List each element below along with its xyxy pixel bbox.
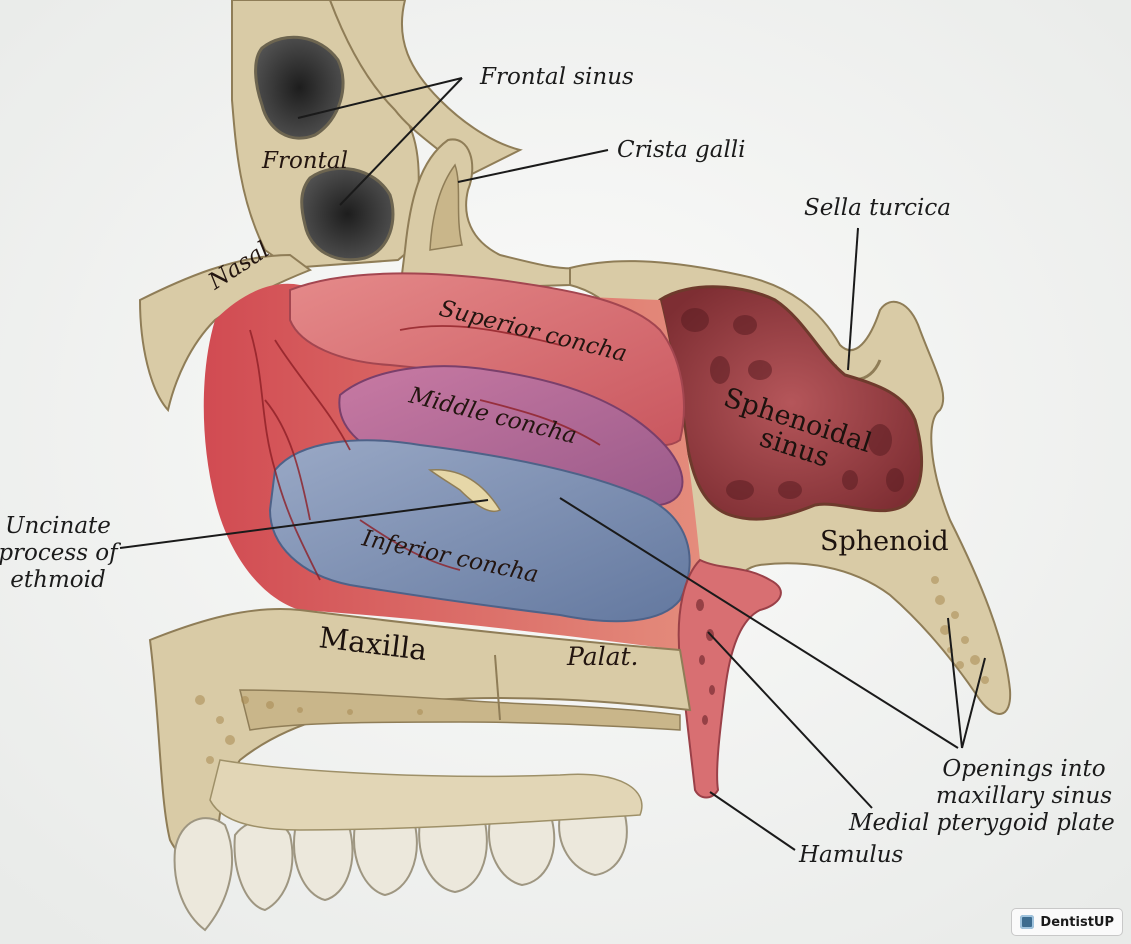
leader-lines bbox=[119, 77, 986, 851]
leader-openings-b bbox=[947, 617, 963, 749]
inferior-concha bbox=[268, 439, 691, 623]
teeth bbox=[173, 759, 643, 932]
label-uncinate-line1: Uncinate bbox=[5, 513, 111, 539]
leader-frontal-sinus-b bbox=[339, 77, 463, 206]
crista-galli bbox=[398, 138, 582, 292]
label-openings-line1: Openings into bbox=[942, 756, 1105, 782]
watermark-badge: DentistUP bbox=[1011, 908, 1123, 936]
frontal-sinus-upper bbox=[254, 35, 345, 140]
watermark-text: DentistUP bbox=[1040, 914, 1114, 930]
leader-hamulus bbox=[709, 791, 796, 851]
sphenoidal-sinus bbox=[658, 285, 924, 521]
label-crista-galli: Crista galli bbox=[617, 137, 746, 163]
label-openings-line2: maxillary sinus bbox=[936, 783, 1112, 809]
label-palatine: Palat. bbox=[566, 642, 639, 671]
leader-frontal-sinus-a bbox=[297, 77, 463, 119]
blood-vessels bbox=[249, 325, 601, 581]
label-medial-pterygoid-plate: Medial pterygoid plate bbox=[848, 810, 1115, 836]
label-hamulus: Hamulus bbox=[798, 842, 904, 868]
label-uncinate-line3: ethmoid bbox=[10, 567, 105, 593]
frontal-sinus-lower bbox=[300, 166, 395, 262]
leader-openings-c bbox=[961, 657, 986, 749]
leader-sella-turcica bbox=[847, 227, 859, 371]
leader-crista-galli bbox=[457, 149, 609, 183]
label-frontal: Frontal bbox=[261, 148, 348, 174]
maxilla-bone bbox=[148, 608, 692, 865]
leader-medial-pterygoid bbox=[707, 631, 873, 809]
label-uncinate-line2: process of bbox=[0, 540, 121, 566]
leader-uncinate bbox=[119, 499, 489, 549]
dentistup-logo-icon bbox=[1020, 915, 1035, 929]
label-frontal-sinus: Frontal sinus bbox=[479, 64, 634, 90]
label-sella-turcica: Sella turcica bbox=[804, 195, 951, 221]
leader-openings-a bbox=[559, 497, 959, 749]
label-sphenoid: Sphenoid bbox=[820, 526, 949, 557]
